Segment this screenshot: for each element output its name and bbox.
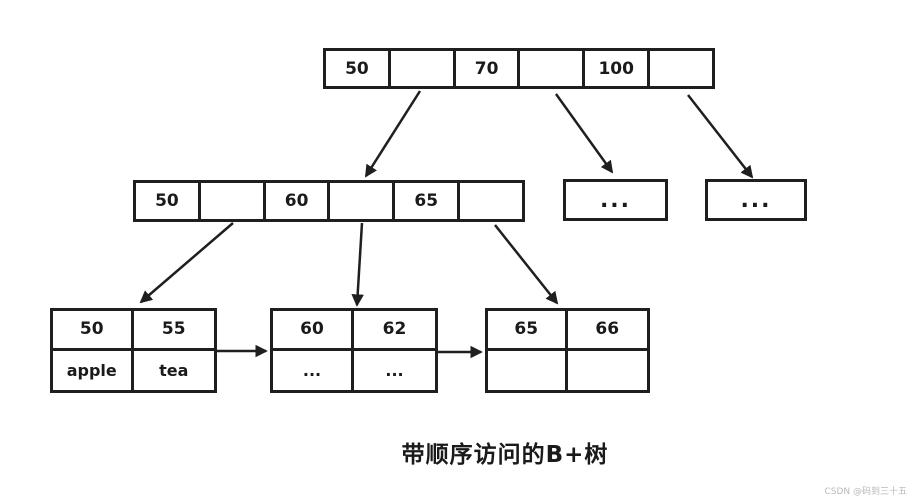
leaf-value-cell: apple bbox=[53, 350, 134, 390]
internal-cell bbox=[201, 183, 266, 219]
internal-to-leaf3-arrow bbox=[494, 224, 559, 305]
root-to-ellipsis1-arrow bbox=[554, 93, 614, 174]
internal-to-leaf1-arrow bbox=[139, 222, 234, 304]
leaf-key-cell: 66 bbox=[567, 311, 647, 351]
ellipsis-node: ... bbox=[705, 179, 807, 221]
leaf-value-cell: ... bbox=[273, 350, 354, 390]
leaf-key-cell: 50 bbox=[53, 311, 134, 351]
ellipsis-node: ... bbox=[563, 179, 668, 221]
leaf-key-cell: 62 bbox=[354, 311, 435, 351]
root-cell bbox=[650, 51, 712, 86]
leaf-key-cell: 55 bbox=[133, 311, 214, 351]
internal-cell: 65 bbox=[395, 183, 461, 219]
root-cell bbox=[391, 51, 456, 86]
leaf-value-cell: tea bbox=[159, 360, 189, 380]
leaf-node-3: 65 66 bbox=[485, 308, 650, 393]
leaf-node-1: 50 55 apple tea bbox=[50, 308, 217, 393]
watermark: CSDN @码到三十五 bbox=[824, 487, 907, 497]
root-cell: 100 bbox=[585, 51, 651, 86]
leaf-key-cell: 60 bbox=[273, 311, 354, 351]
internal-node: 50 60 65 bbox=[133, 180, 525, 222]
internal-cell: 50 bbox=[136, 183, 201, 219]
leaf-value-cell bbox=[568, 351, 648, 391]
root-cell bbox=[520, 51, 586, 86]
root-node: 50 70 100 bbox=[323, 48, 715, 89]
leaf-value-cell: ... bbox=[385, 360, 404, 380]
leaf-value-cell bbox=[488, 350, 568, 390]
root-to-ellipsis2-arrow bbox=[687, 94, 754, 179]
internal-cell: 60 bbox=[266, 183, 331, 219]
internal-to-leaf2-arrow bbox=[351, 222, 364, 307]
internal-cell bbox=[330, 183, 396, 219]
root-cell: 70 bbox=[456, 51, 521, 86]
leaf-key-cell: 65 bbox=[488, 311, 568, 351]
leaf-node-2: 60 62 ... ... bbox=[270, 308, 438, 393]
root-cell: 50 bbox=[326, 51, 391, 86]
internal-cell bbox=[460, 183, 522, 219]
root-to-internal-arrow bbox=[364, 90, 422, 178]
diagram-caption: 带顺序访问的B+树 bbox=[401, 442, 609, 468]
